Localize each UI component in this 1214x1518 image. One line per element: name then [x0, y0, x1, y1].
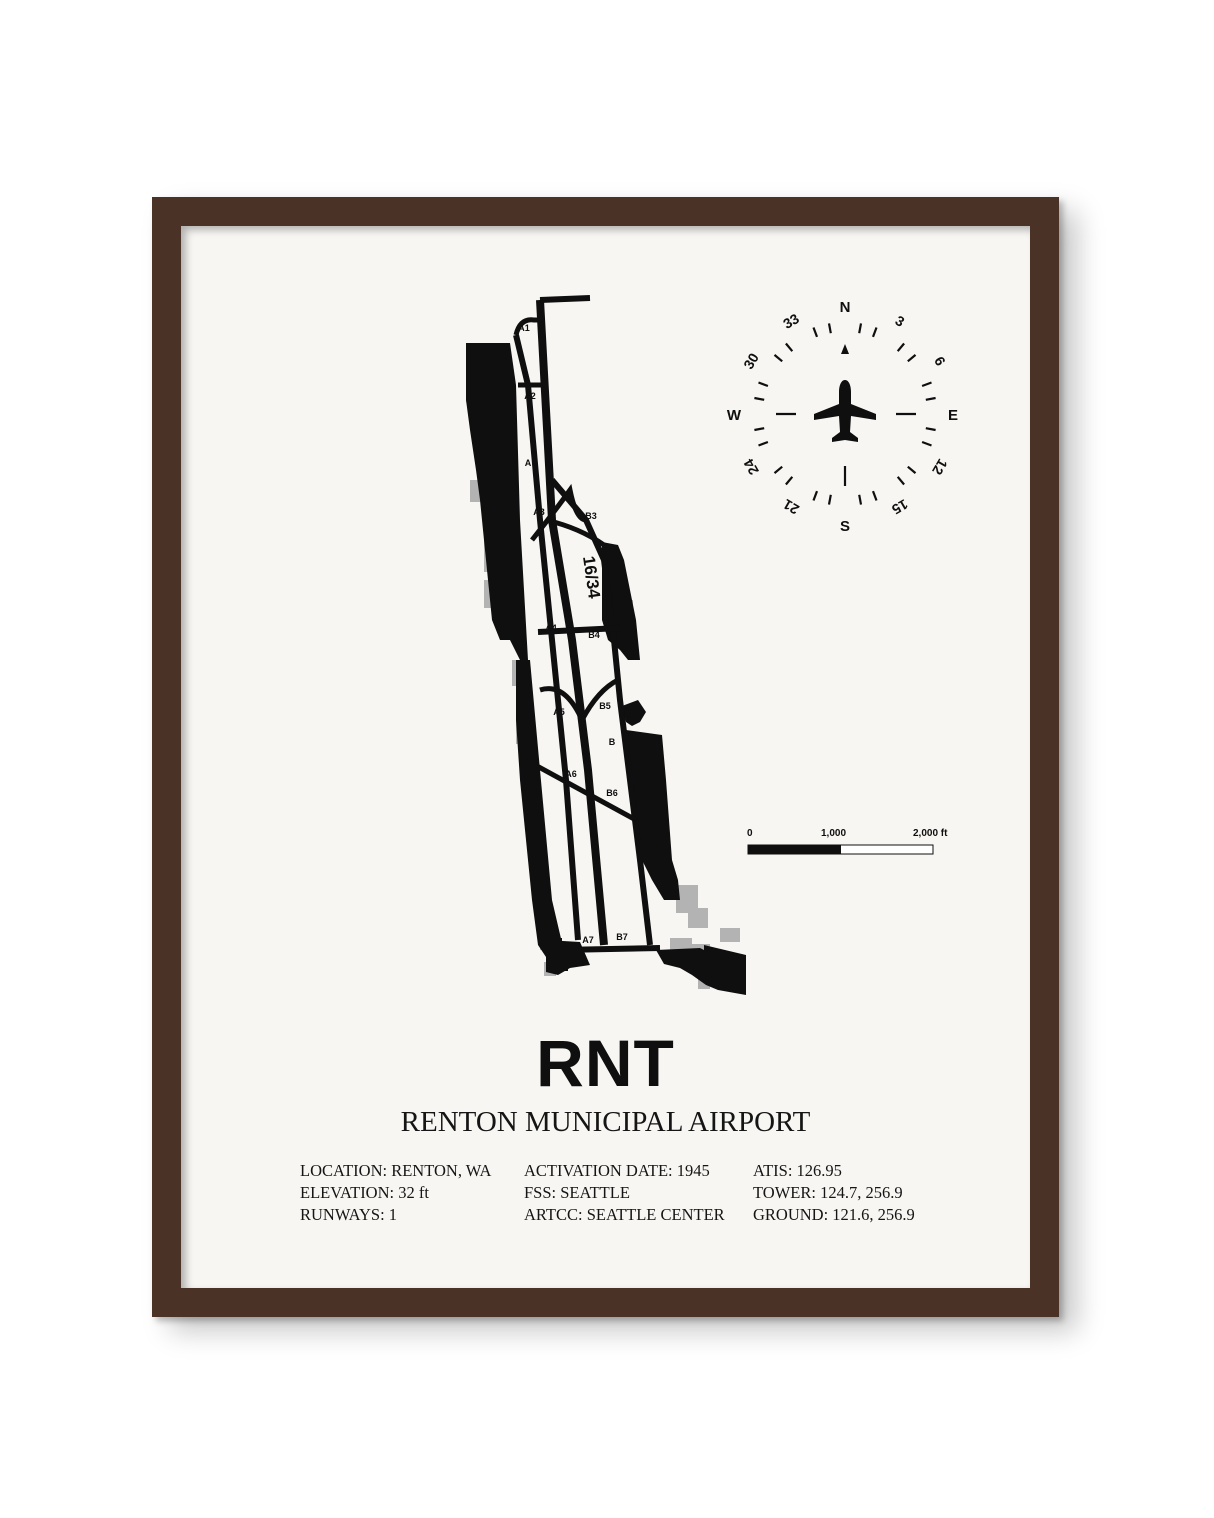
compass-tick — [812, 327, 819, 338]
compass-tick — [754, 427, 765, 432]
scale-label-2000: 2,000 ft — [913, 828, 948, 839]
compass-heading-12: 12 — [929, 456, 951, 478]
runway-label: 16/34 — [579, 555, 604, 600]
compass-heading-30: 30 — [740, 350, 762, 372]
info-column-1: LOCATION: RENTON, WA ELEVATION: 32 ft RU… — [300, 1160, 491, 1226]
taxiway-label-a: A — [525, 458, 532, 468]
compass-tick — [925, 396, 936, 401]
taxiway-label-b7: B7 — [616, 932, 628, 942]
info-artcc: ARTCC: SEATTLE CENTER — [524, 1205, 725, 1224]
taxiway-label-a7: A7 — [582, 935, 594, 945]
compass-heading-33: 33 — [780, 310, 802, 332]
compass-tick — [773, 465, 783, 474]
compass-e: E — [948, 407, 958, 424]
info-fss: FSS: SEATTLE — [524, 1183, 630, 1202]
compass-tick — [907, 354, 917, 363]
compass-tick — [921, 381, 932, 388]
compass-tick — [858, 323, 863, 334]
compass-heading-15: 15 — [889, 496, 911, 518]
info-activation-date: ACTIVATION DATE: 1945 — [524, 1161, 710, 1180]
aprons — [466, 343, 746, 995]
info-tower: TOWER: 124.7, 256.9 — [753, 1183, 903, 1202]
compass-tick — [785, 476, 794, 486]
taxiway-label-a3: A3 — [533, 507, 545, 517]
airport-ground — [466, 295, 746, 995]
compass-ticks — [754, 323, 936, 505]
compass-tick — [758, 440, 769, 447]
airplane-icon — [814, 380, 876, 442]
compass-tick — [785, 342, 794, 352]
taxiway-label-a1: A1 — [518, 323, 530, 333]
compass-n: N — [840, 299, 851, 316]
taxiway-label-b6: B6 — [606, 788, 618, 798]
info-location: LOCATION: RENTON, WA — [300, 1161, 492, 1180]
info-elevation: ELEVATION: 32 ft — [300, 1183, 429, 1202]
taxiway-label-b3: B3 — [585, 511, 597, 521]
compass-rose: N E S W 3 6 12 15 21 24 30 33 — [727, 299, 958, 535]
taxiway-label-b5: B5 — [599, 701, 611, 711]
taxiway-label-a6: A6 — [565, 769, 577, 779]
compass-tick — [907, 465, 917, 474]
info-atis: ATIS: 126.95 — [753, 1161, 842, 1180]
compass-tick — [827, 323, 832, 334]
compass-heading-24: 24 — [740, 456, 762, 478]
taxiway-label-a2: A2 — [524, 391, 536, 401]
airport-code: RNT — [536, 1026, 675, 1100]
taxiway-label-a4: A4 — [545, 623, 557, 633]
compass-tick — [754, 396, 765, 401]
scale-label-1000: 1,000 — [821, 828, 846, 839]
compass-tick — [827, 494, 832, 505]
compass-tick — [871, 327, 878, 338]
compass-tick — [758, 381, 769, 388]
compass-heading-21: 21 — [780, 496, 802, 518]
compass-w: W — [727, 407, 742, 424]
compass-tick — [858, 494, 863, 505]
info-column-2: ACTIVATION DATE: 1945 FSS: SEATTLE ARTCC… — [524, 1160, 725, 1226]
compass-tick — [896, 476, 905, 486]
info-ground: GROUND: 121.6, 256.9 — [753, 1205, 915, 1224]
compass-s: S — [840, 518, 850, 535]
info-runways: RUNWAYS: 1 — [300, 1205, 398, 1224]
taxiway-label-a5: A5 — [553, 707, 565, 717]
compass-tick — [773, 354, 783, 363]
info-column-3: ATIS: 126.95 TOWER: 124.7, 256.9 GROUND:… — [753, 1160, 915, 1226]
compass-heading-6: 6 — [931, 354, 949, 369]
compass-tick — [921, 440, 932, 447]
taxiway-label-b4: B4 — [588, 630, 600, 640]
compass-heading-3: 3 — [893, 312, 908, 330]
compass-tick — [925, 427, 936, 432]
compass-tick — [871, 490, 878, 501]
poster-paper — [181, 226, 1030, 1288]
airport-name: RENTON MUNICIPAL AIRPORT — [400, 1106, 811, 1138]
north-arrow-icon — [841, 344, 849, 354]
compass-tick — [896, 342, 905, 352]
scale-label-0: 0 — [747, 828, 753, 839]
taxiway-label-b: B — [609, 737, 616, 747]
compass-tick — [812, 490, 819, 501]
scale-bar: 0 1,000 2,000 ft — [747, 828, 948, 855]
